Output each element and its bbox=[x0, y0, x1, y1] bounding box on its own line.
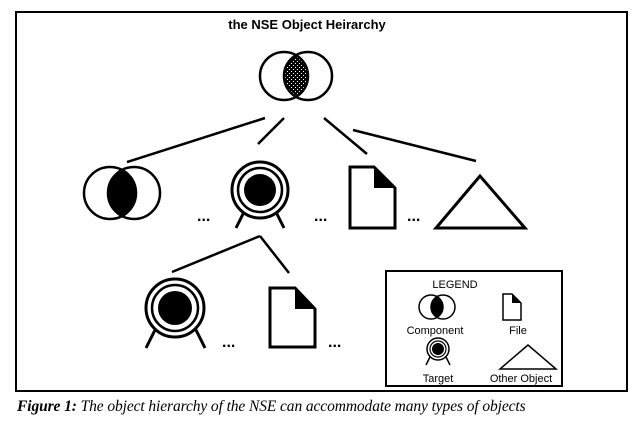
ellipsis: ... bbox=[222, 334, 235, 351]
caption-text: The object hierarchy of the NSE can acco… bbox=[76, 398, 526, 415]
legend-label-other-object: Other Object bbox=[490, 373, 552, 385]
legend-title: LEGEND bbox=[432, 279, 477, 291]
legend-triangle-icon bbox=[497, 344, 559, 370]
caption-label: Figure 1: bbox=[17, 398, 77, 415]
diagram-title: the NSE Object Heirarchy bbox=[228, 17, 386, 32]
figure-frame bbox=[15, 11, 628, 392]
triangle-icon bbox=[432, 173, 529, 230]
legend: LEGEND Component File Target Other Objec… bbox=[385, 270, 563, 387]
file-icon bbox=[348, 165, 397, 230]
legend-label-file: File bbox=[509, 325, 527, 337]
file-icon bbox=[268, 286, 317, 349]
legend-label-component: Component bbox=[407, 325, 464, 337]
target-connectors bbox=[171, 234, 290, 274]
legend-file-icon bbox=[502, 293, 522, 321]
ellipsis: ... bbox=[314, 208, 327, 225]
legend-target-icon bbox=[425, 337, 451, 366]
root-connectors bbox=[126, 116, 477, 164]
figure-caption: Figure 1: The object hierarchy of the NS… bbox=[17, 398, 526, 416]
root-component-icon bbox=[258, 50, 334, 102]
component-icon bbox=[82, 165, 162, 221]
target-icon bbox=[230, 160, 290, 229]
target-icon bbox=[144, 277, 207, 349]
ellipsis: ... bbox=[407, 208, 420, 225]
ellipsis: ... bbox=[328, 334, 341, 351]
ellipsis: ... bbox=[197, 208, 210, 225]
legend-label-target: Target bbox=[423, 373, 454, 385]
legend-component-icon bbox=[418, 294, 456, 320]
